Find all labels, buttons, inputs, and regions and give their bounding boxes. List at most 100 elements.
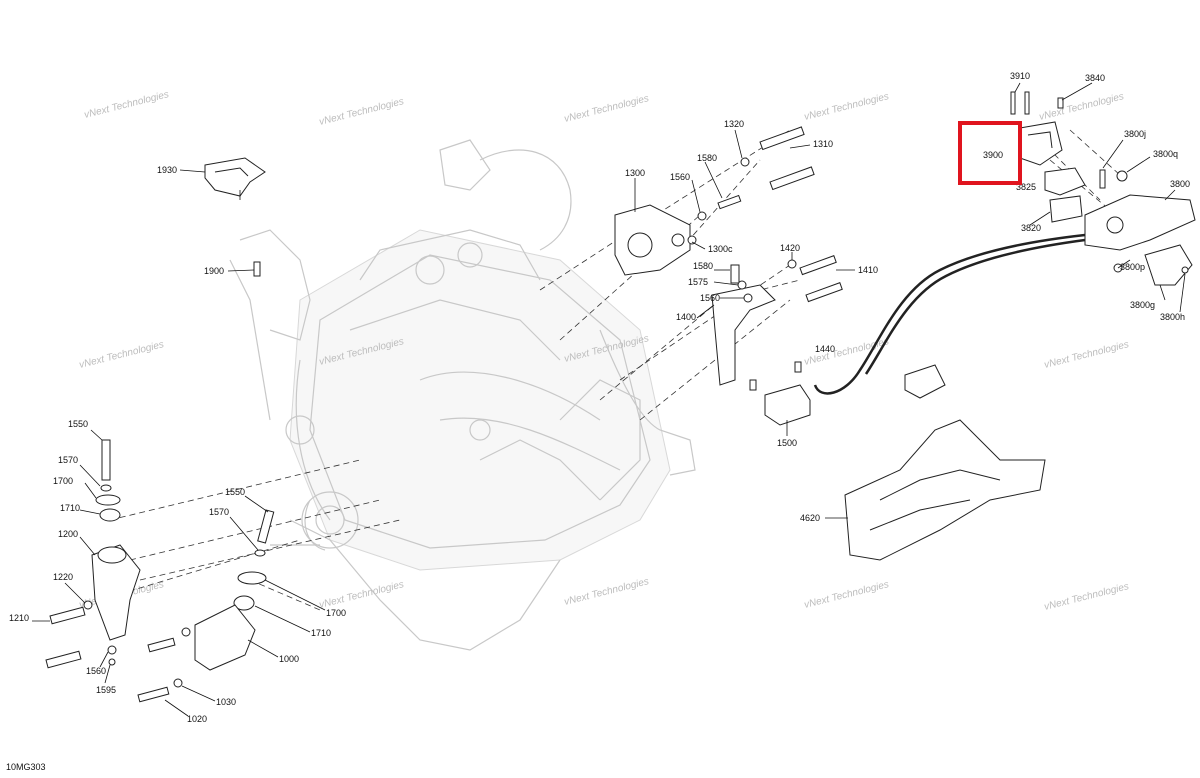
callout-1400: 1400 (676, 312, 696, 322)
watermark: vNext Technologies (83, 89, 170, 121)
callout-1560-c: 1560 (86, 666, 106, 676)
callout-1710: 1710 (60, 503, 80, 513)
part-1930-bracket[interactable] (204, 157, 266, 200)
callout-1320: 1320 (724, 119, 744, 129)
callout-1210: 1210 (9, 613, 29, 623)
part-1550-bolt[interactable] (101, 439, 111, 481)
callout-1900: 1900 (204, 266, 224, 276)
callout-1575: 1575 (688, 277, 708, 287)
callout-1570: 1570 (58, 455, 78, 465)
leader-lines (32, 82, 1186, 717)
callout-1420: 1420 (780, 243, 800, 253)
watermark: vNext Technologies (318, 579, 405, 611)
part-4620-heat-shield[interactable] (844, 419, 1046, 561)
part-1560-washer-b[interactable] (743, 293, 753, 303)
callout-3800q: 3800q (1153, 149, 1178, 159)
part-3800q-part[interactable] (1116, 170, 1128, 182)
callout-3800j: 3800j (1124, 129, 1146, 139)
watermark: vNext Technologies (803, 91, 890, 123)
callout-3820: 3820 (1021, 223, 1041, 233)
callout-1700-b: 1700 (326, 608, 346, 618)
part-3910-screws[interactable] (1010, 91, 1030, 115)
part-3825-part[interactable] (1044, 167, 1086, 196)
part-3800j-part[interactable] (1099, 169, 1106, 189)
callout-1220: 1220 (53, 572, 73, 582)
callout-1300: 1300 (625, 168, 645, 178)
part-1710-isolator[interactable] (99, 508, 121, 522)
callout-1710-b: 1710 (311, 628, 331, 638)
callout-3840: 3840 (1085, 73, 1105, 83)
callout-1550: 1550 (68, 419, 88, 429)
callout-1300c: 1300c (708, 244, 733, 254)
part-1300c-nut[interactable] (687, 235, 697, 245)
engine-ghost (229, 139, 696, 651)
part-1700-plate[interactable] (95, 494, 121, 506)
watermark: vNext Technologies (803, 579, 890, 611)
highlight-box-3900 (958, 121, 1022, 185)
part-1030-washer[interactable] (173, 678, 183, 688)
callout-1560-b: 1560 (700, 293, 720, 303)
part-1420-washer[interactable] (787, 259, 797, 269)
part-3800g-part[interactable] (1144, 244, 1193, 286)
part-1020-bolt[interactable] (137, 686, 170, 703)
part-1575-washer[interactable] (737, 280, 747, 290)
callout-labels: 1930 1900 1300 1320 1310 1580 1560 1300c… (9, 71, 1190, 724)
watermark: vNext Technologies (563, 93, 650, 125)
watermark: vNext Technologies (318, 96, 405, 128)
part-1570-washer-b[interactable] (254, 549, 266, 557)
part-1560-washer-c[interactable] (107, 645, 117, 655)
part-1220-washer[interactable] (83, 600, 93, 610)
callout-1030: 1030 (216, 697, 236, 707)
part-3800h-part[interactable] (1181, 266, 1189, 274)
part-1500-mount[interactable] (749, 361, 811, 426)
part-1320-washer[interactable] (740, 157, 750, 167)
part-1310-bolts[interactable] (759, 126, 815, 191)
part-1710-isolator-b[interactable] (233, 595, 255, 611)
part-1570-washer[interactable] (100, 484, 112, 492)
callout-1550-b: 1550 (225, 487, 245, 497)
diagram-code: 10MG303 (6, 762, 46, 772)
watermark: vNext Technologies (78, 339, 165, 371)
callout-3910: 3910 (1010, 71, 1030, 81)
part-1580-bolt-b[interactable] (730, 264, 740, 284)
part-1400-bracket[interactable] (711, 284, 776, 386)
callout-3800p: 3800p (1120, 262, 1145, 272)
part-1000-bracket[interactable] (194, 604, 256, 671)
callout-3800g: 3800g (1130, 300, 1155, 310)
part-1580-bolt[interactable] (717, 194, 742, 210)
callout-1700: 1700 (53, 476, 73, 486)
callout-1580: 1580 (697, 153, 717, 163)
part-3800-cable[interactable] (813, 233, 1086, 399)
part-1560-washer[interactable] (697, 211, 707, 221)
part-1595-part[interactable] (108, 658, 116, 666)
callout-3825: 3825 (1016, 182, 1036, 192)
watermark: vNext Technologies (1043, 581, 1130, 613)
callout-3800: 3800 (1170, 179, 1190, 189)
part-3800-shifter[interactable] (1084, 194, 1196, 251)
callout-1580-b: 1580 (693, 261, 713, 271)
callout-1000: 1000 (279, 654, 299, 664)
watermark: vNext Technologies (1043, 339, 1130, 371)
part-extra-bolts (147, 627, 191, 653)
callout-1410: 1410 (858, 265, 878, 275)
callout-1440: 1440 (815, 344, 835, 354)
callout-1310: 1310 (813, 139, 833, 149)
callout-1560: 1560 (670, 172, 690, 182)
callout-1020: 1020 (187, 714, 207, 724)
part-1550-bolt-b[interactable] (257, 509, 275, 544)
part-3900-bracket[interactable] (1019, 121, 1063, 166)
callout-1200: 1200 (58, 529, 78, 539)
callout-1570-b: 1570 (209, 507, 229, 517)
part-1900-bolt[interactable] (253, 261, 261, 277)
part-1700-plate-b[interactable] (237, 571, 267, 585)
part-3840-screw[interactable] (1057, 97, 1064, 109)
part-1200-bracket[interactable] (91, 544, 141, 641)
watermark: vNext Technologies (563, 576, 650, 608)
part-1300-mount[interactable] (614, 204, 691, 276)
part-1410-bolts[interactable] (799, 255, 843, 303)
part-3820-part[interactable] (1049, 195, 1083, 223)
watermark: vNext Technologies (1038, 91, 1125, 123)
part-1210-bolts[interactable] (45, 606, 86, 669)
callout-4620: 4620 (800, 513, 820, 523)
